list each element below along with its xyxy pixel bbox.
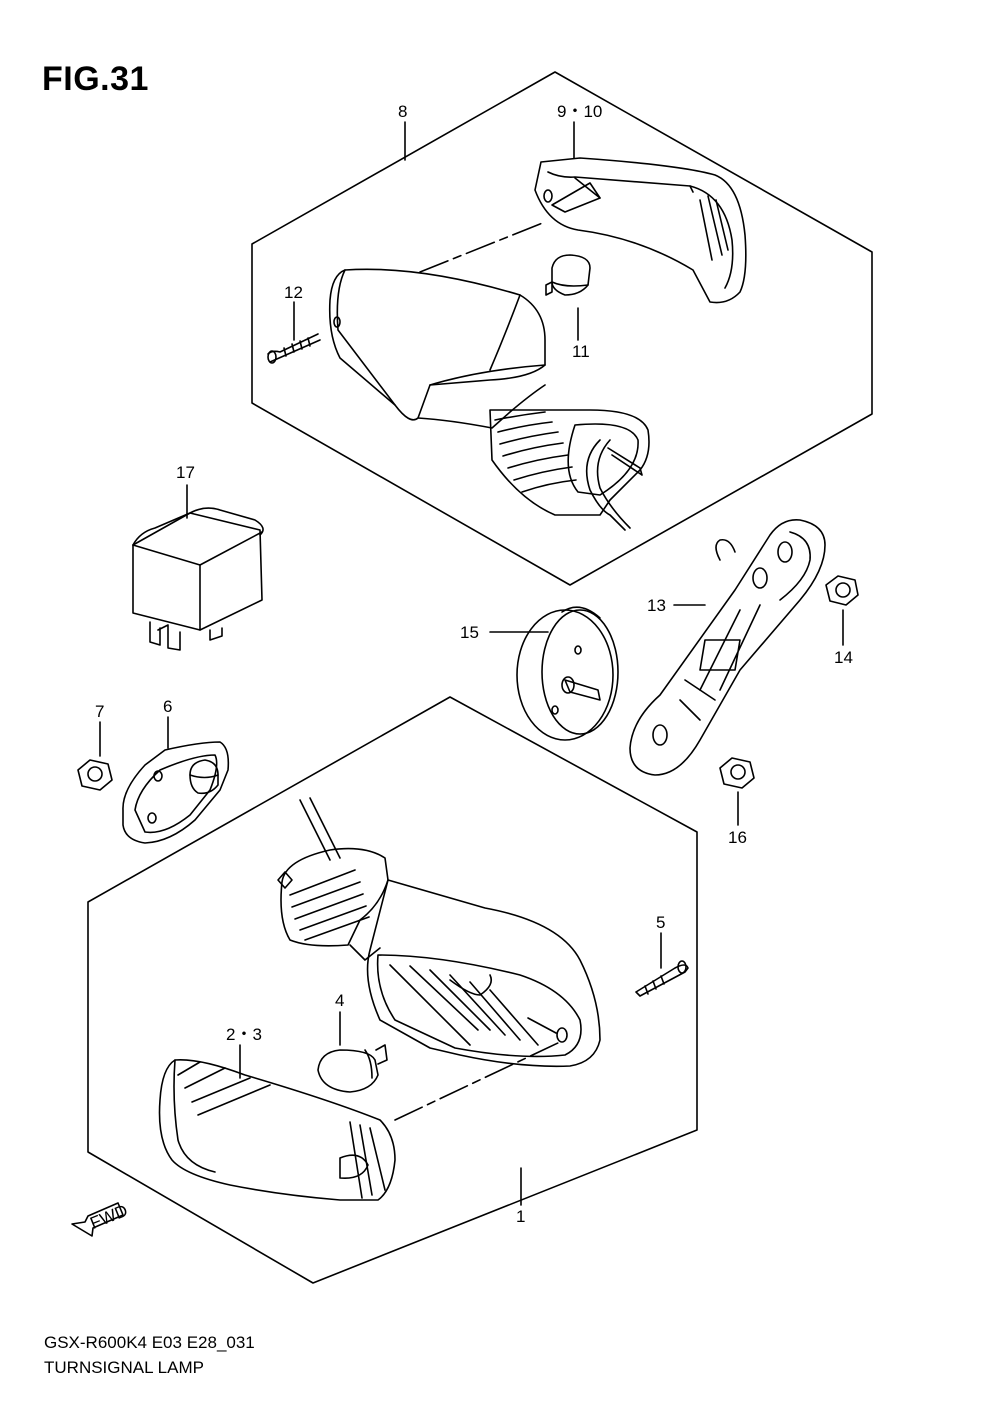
upper-lamp-body: [328, 268, 650, 531]
lower-lens-part-2-3: [158, 1044, 396, 1201]
nut-part-7: [77, 721, 113, 791]
lower-bulb-part-4: [317, 1011, 388, 1093]
callout-15: 15: [460, 623, 479, 642]
nut-part-16: [719, 757, 755, 826]
callout-12: 12: [284, 283, 303, 302]
mount-plate-part-6: [122, 716, 230, 844]
rubber-plate-part-15: [489, 606, 619, 741]
callout-5: 5: [656, 913, 665, 932]
lower-assembly-outline: [87, 696, 698, 1284]
callout-4: 4: [335, 991, 344, 1010]
callout-14: 14: [834, 648, 853, 667]
callout-16: 16: [728, 828, 747, 847]
relay-part-17: [132, 484, 264, 651]
fwd-label: FWD: [87, 1201, 130, 1233]
forward-arrow-icon: [71, 1202, 124, 1237]
footer: GSX-R600K4 E03 E28_031 TURNSIGNAL LAMP: [44, 1330, 255, 1380]
callout-2-3: 2・3: [226, 1025, 262, 1044]
callout-8: 8: [398, 102, 407, 121]
lower-lamp-body: [277, 797, 601, 1068]
upper-assembly-outline: [251, 71, 873, 586]
nut-part-14: [825, 575, 859, 646]
lower-screw-part-5: [635, 932, 689, 997]
figure-title: FIG.31: [42, 60, 149, 98]
upper-bulb-part-11: [545, 254, 591, 341]
callout-9-10: 9・10: [557, 102, 602, 121]
callout-1: 1: [516, 1207, 525, 1226]
model-code: GSX-R600K4 E03 E28_031: [44, 1333, 255, 1352]
upper-screw-part-12: [267, 301, 321, 364]
callout-7: 7: [95, 702, 104, 721]
bracket-part-13: [629, 518, 826, 776]
callout-17: 17: [176, 463, 195, 482]
callout-13: 13: [647, 596, 666, 615]
diagram-caption: TURNSIGNAL LAMP: [44, 1358, 204, 1377]
callout-6: 6: [163, 697, 172, 716]
callout-11: 11: [572, 342, 590, 361]
upper-lens-part-9-10: [534, 121, 747, 304]
